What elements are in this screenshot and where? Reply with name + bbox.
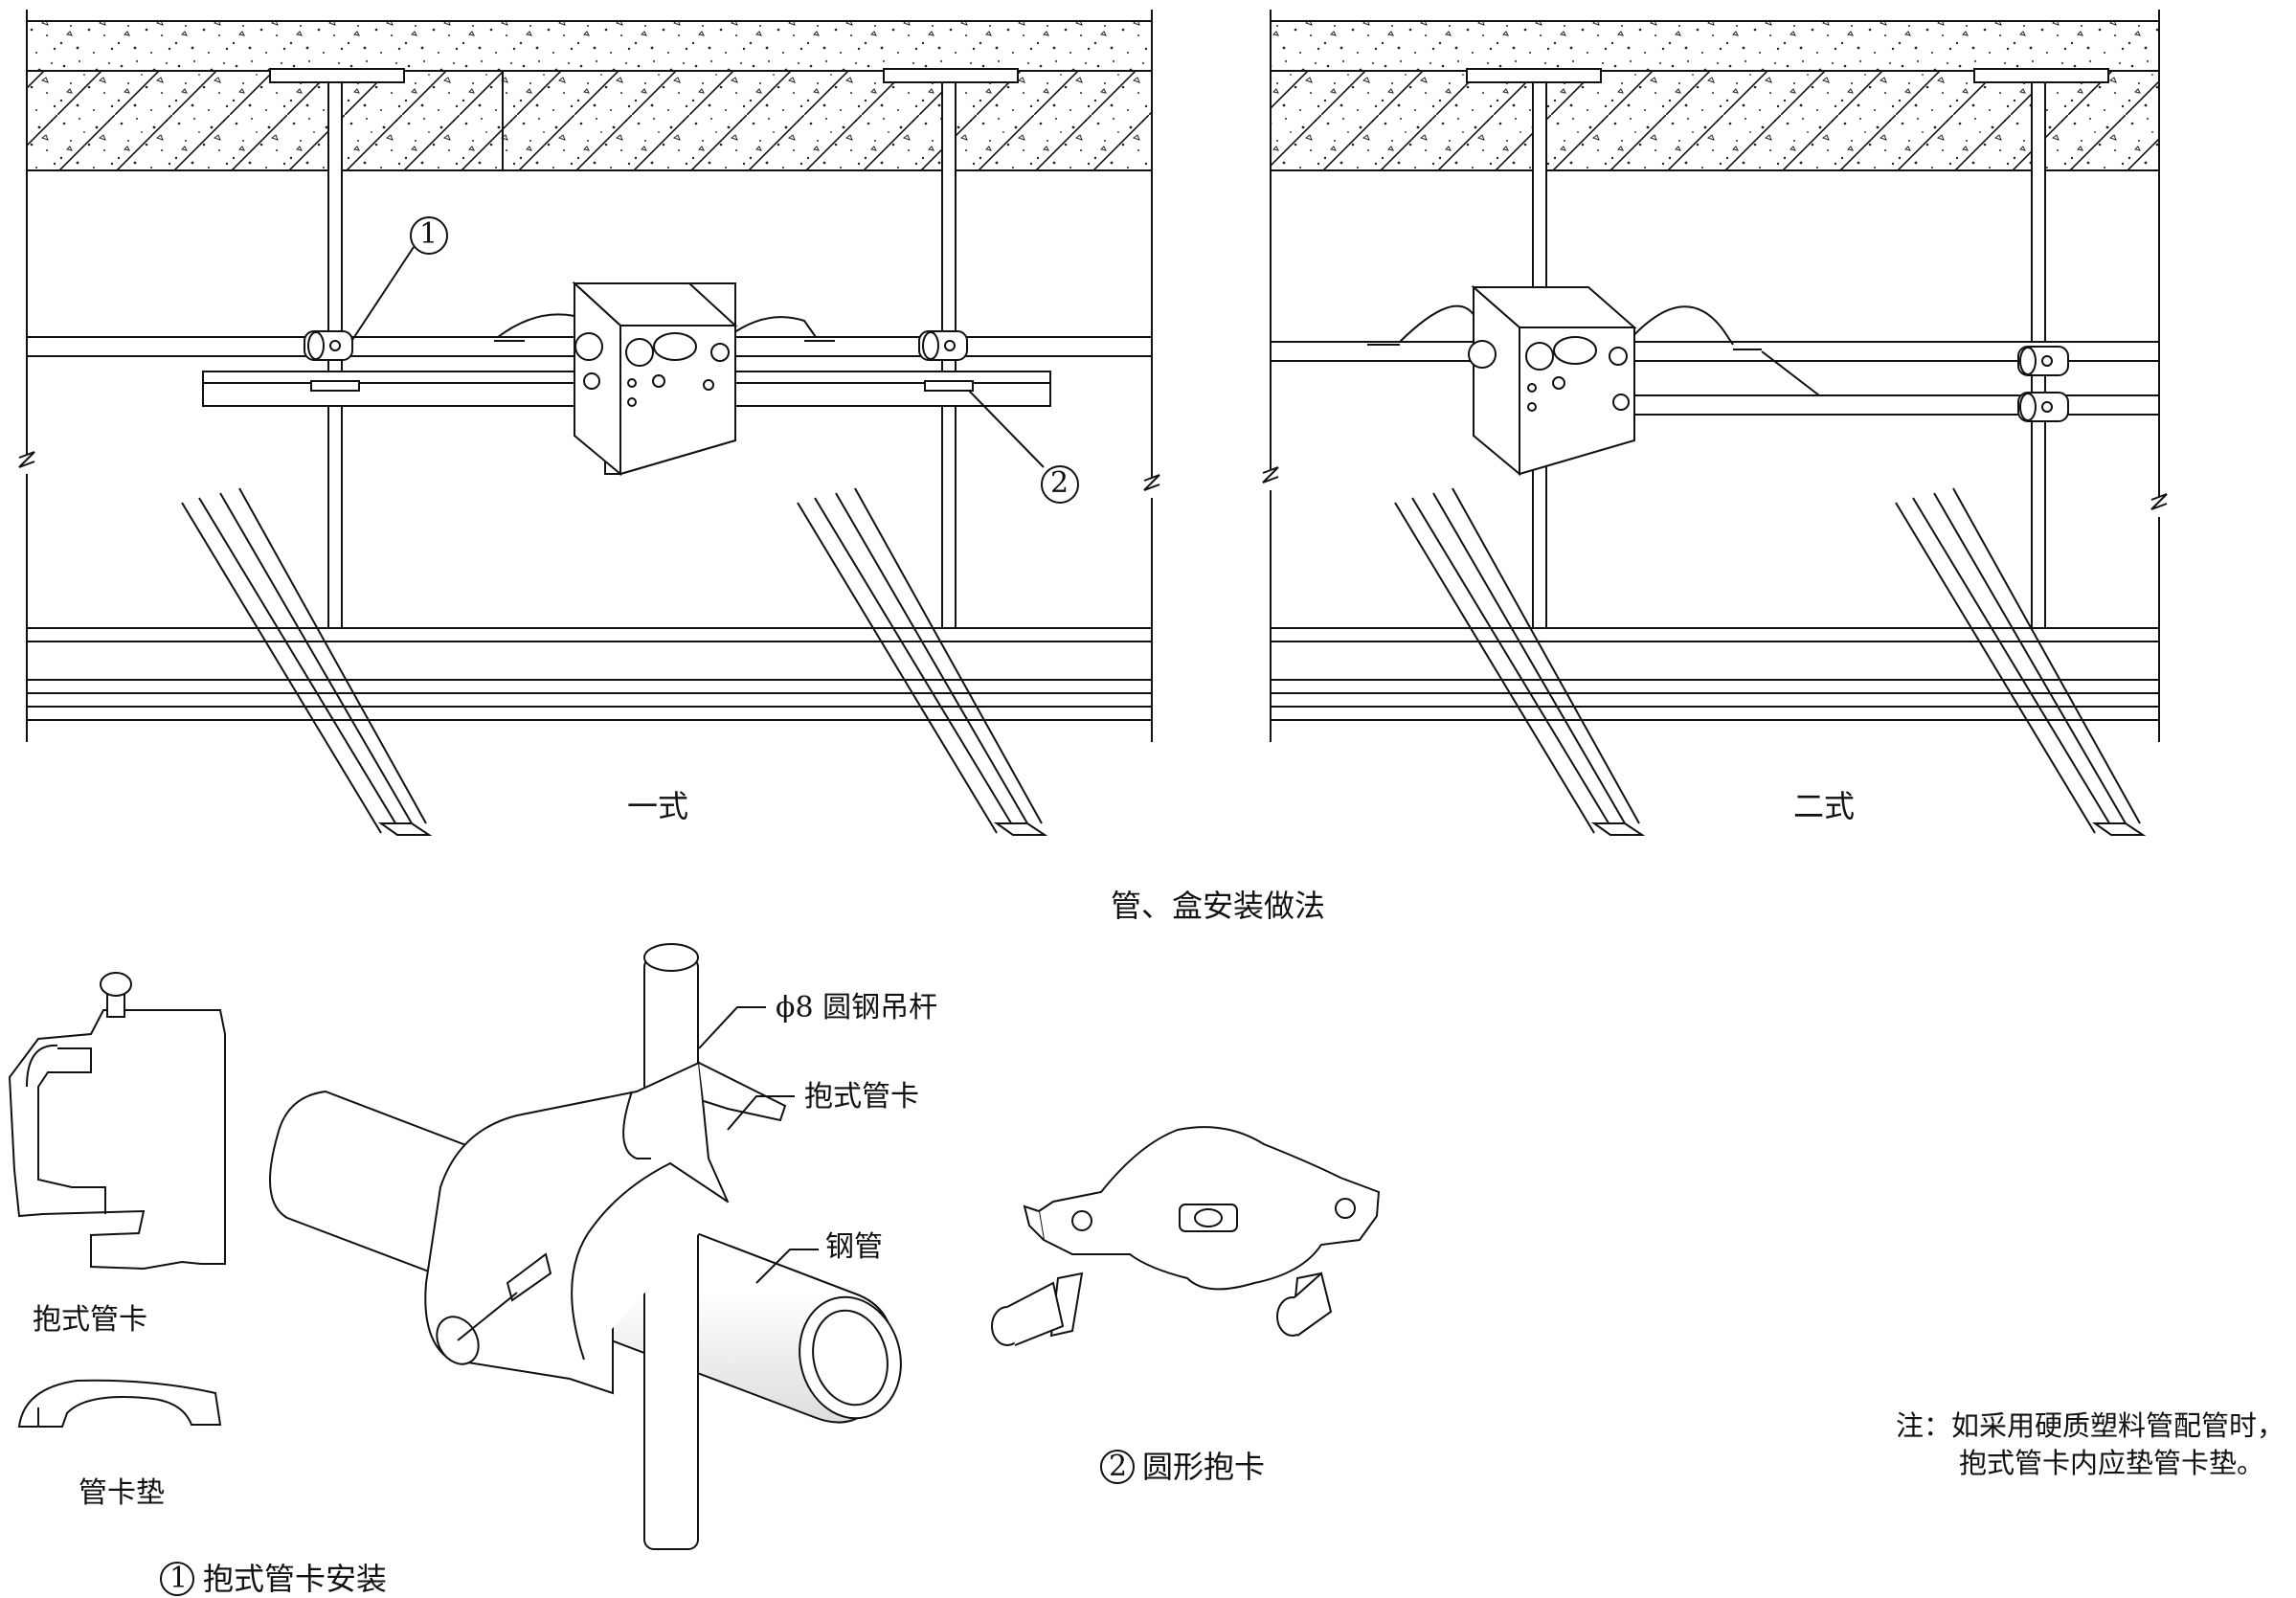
style1-caption: 一式 <box>627 788 689 824</box>
detail2-caption-num: 2 <box>1109 1450 1128 1483</box>
note-line-1: 注：如采用硬质塑料管配管时， <box>1896 1409 2285 1442</box>
rod-label: ϕ8 圆钢吊杆 <box>776 991 938 1024</box>
note-line-2: 抱式管卡内应垫管卡垫。 <box>1959 1447 2265 1479</box>
caption-circle-2 <box>1100 1450 1135 1484</box>
main-title: 管、盒安装做法 <box>1111 888 1326 924</box>
clamp-label: 抱式管卡 <box>804 1080 919 1114</box>
pipe-leader <box>755 1249 819 1284</box>
pipe-clamp-assembly <box>269 943 902 1550</box>
detail2-caption: 圆形抱卡 <box>1142 1449 1266 1485</box>
runner-c <box>1394 487 1646 836</box>
runner-b <box>797 487 1048 836</box>
junction-box-2 <box>1468 284 1637 477</box>
callout-1: 1 <box>419 217 439 251</box>
runner-a <box>181 487 433 836</box>
clamp-leader <box>727 1095 795 1131</box>
callout-circle-2 <box>1041 465 1079 504</box>
caption-circle-1 <box>160 1562 194 1596</box>
pipe-label: 钢管 <box>825 1230 883 1264</box>
round-clamp-drawing <box>991 1126 1381 1346</box>
style1-drawing <box>18 10 1160 836</box>
callout-2: 2 <box>1050 466 1069 500</box>
detail1-caption-num: 1 <box>169 1562 189 1595</box>
detail1-caption: 抱式管卡安装 <box>203 1561 388 1597</box>
callout-circle-1 <box>410 216 448 255</box>
clamp-part-label: 抱式管卡 <box>33 1303 147 1337</box>
style2-caption: 二式 <box>1793 788 1856 824</box>
style2-drawing <box>1262 10 2168 836</box>
clamp-part-drawing <box>8 972 226 1428</box>
rod-leader <box>698 1006 766 1049</box>
junction-box-1 <box>572 281 738 477</box>
pad-label: 管卡垫 <box>79 1476 165 1510</box>
runner-d <box>1895 487 2147 836</box>
